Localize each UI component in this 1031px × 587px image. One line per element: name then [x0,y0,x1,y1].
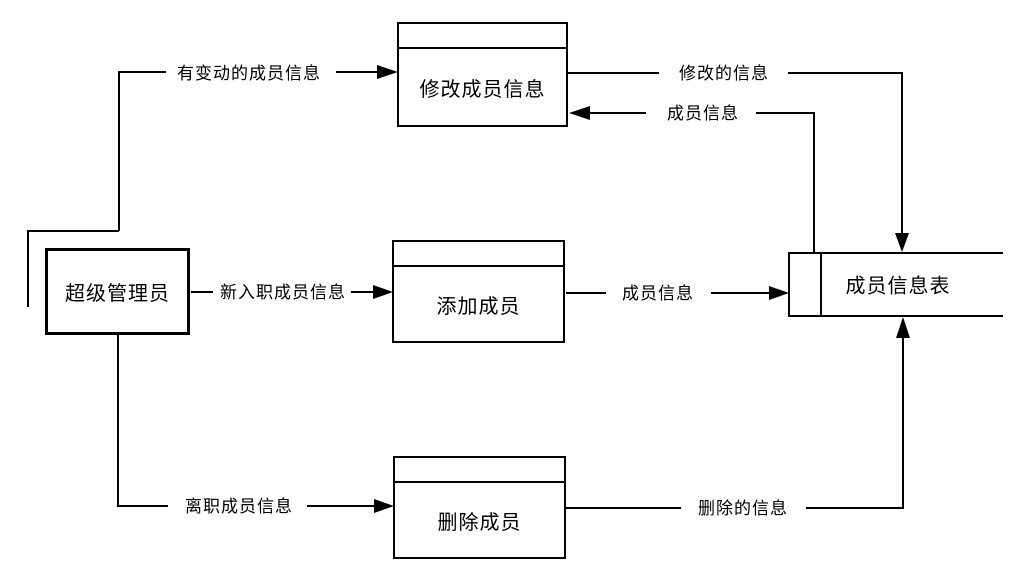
process-modify-body: 修改成员信息 [399,49,566,125]
flow-member-info-mid-label: 成员信息 [622,283,694,303]
flow-member-info-top-label: 成员信息 [667,103,739,123]
process-add: 添加成员 [392,240,565,343]
flow-member-info-top-arrowhead [569,106,590,120]
process-modify-label: 修改成员信息 [419,78,546,101]
flow-leaving-info-line [117,334,375,507]
process-delete-header [395,458,564,483]
flow-leaving-info-arrowhead [374,499,394,513]
process-add-body: 添加成员 [394,267,563,341]
datastore-label: 成员信息表 [845,275,951,298]
flow-deleted-info-label: 删除的信息 [698,498,788,518]
flow-changed-info-arrowhead [377,65,398,79]
flow-modified-info-label: 修改的信息 [679,63,769,83]
process-delete: 删除成员 [393,456,566,559]
datastore-shape [788,252,1003,317]
flow-deleted-info-arrowhead [896,317,910,338]
process-add-label: 添加成员 [436,295,521,318]
flow-changed-info-label: 有变动的成员信息 [177,63,321,83]
entity-super-admin: 超级管理员 [45,248,190,335]
flow-member-info-top-line [589,112,815,252]
flow-member-info-mid-arrowhead [769,286,789,300]
process-modify-header [399,24,566,49]
process-delete-label: 删除成员 [437,511,522,534]
process-delete-body: 删除成员 [395,483,564,557]
flow-modified-info-line [568,72,903,234]
flow-changed-info-line [118,71,379,231]
entity-corner-decoration [27,230,119,307]
process-add-header [394,242,563,267]
flow-deleted-info-line [566,337,904,509]
process-modify: 修改成员信息 [397,22,568,127]
flow-leaving-info-label: 离职成员信息 [185,496,293,516]
flow-new-member-info-label: 新入职成员信息 [220,282,346,302]
flow-modified-info-arrowhead [895,233,909,252]
flow-new-member-info-arrowhead [373,285,393,299]
entity-super-admin-label: 超级管理员 [65,283,170,305]
